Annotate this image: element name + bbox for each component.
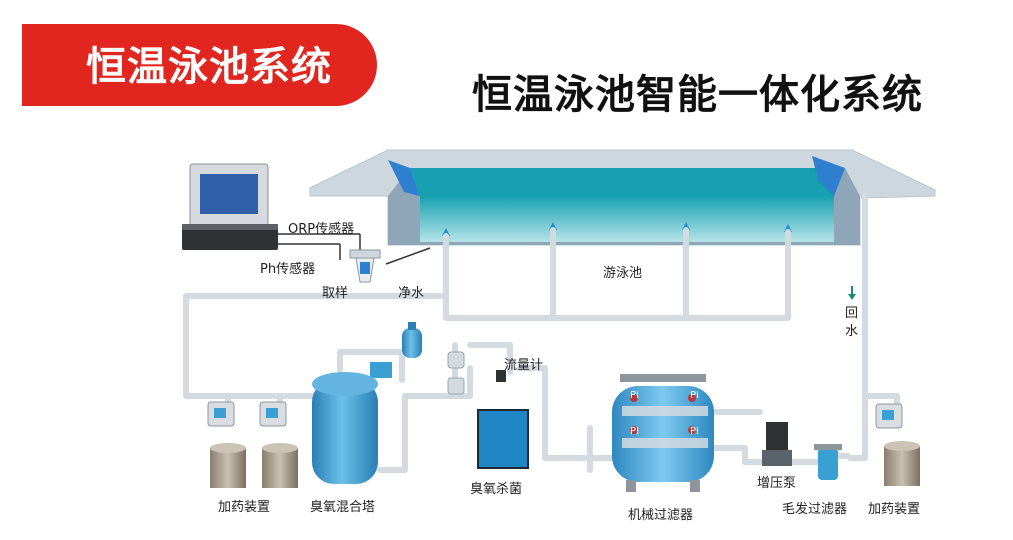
title-badge xyxy=(22,24,377,106)
label-return-2: 水 xyxy=(845,324,859,339)
ozone-tower xyxy=(312,372,378,484)
label-gauge-bottom: PI xyxy=(630,426,639,437)
sensor-unit xyxy=(349,249,381,283)
label-gauge-top: PI xyxy=(630,390,639,401)
pool-edge-left xyxy=(388,160,420,196)
dosing-left xyxy=(207,401,298,488)
label-return-1: 回 xyxy=(845,306,859,321)
label-ozone-sterilizer: 臭氧杀菌 xyxy=(470,482,523,497)
computer xyxy=(182,163,278,250)
pool xyxy=(309,149,936,246)
ozone-sterilizer xyxy=(477,409,529,469)
label-booster-pump: 增压泵 xyxy=(757,476,797,491)
valve-2 xyxy=(447,377,465,395)
page-title: 恒温泳池智能一体化系统 xyxy=(472,72,923,118)
dosing-right xyxy=(875,403,920,486)
label-hair-filter: 毛发过滤器 xyxy=(782,502,848,517)
label-orp-sensor: ORP传感器 xyxy=(288,222,355,237)
pool-edge-right xyxy=(812,156,845,196)
valve-1 xyxy=(447,351,465,369)
label-flow-meter: 流量计 xyxy=(504,358,544,373)
label-ph-sensor: Ph传感器 xyxy=(260,262,316,277)
label-gauge-bottom-right: PI xyxy=(690,426,699,437)
pipes xyxy=(183,193,900,473)
label-pool: 游泳池 xyxy=(603,266,643,281)
expansion-tank xyxy=(402,322,422,358)
label-mech-filter: 机械过滤器 xyxy=(628,508,694,523)
mech-filter xyxy=(612,374,714,492)
hair-filter xyxy=(814,444,842,480)
valve-block xyxy=(370,362,392,378)
label-ozone-tower: 臭氧混合塔 xyxy=(310,500,376,515)
label-sampling: 取样 xyxy=(322,286,349,301)
label-dosing-right: 加药装置 xyxy=(868,502,921,517)
pool-water-side xyxy=(420,196,834,242)
badge-title: 恒温泳池系统 xyxy=(86,44,332,90)
booster-pump xyxy=(762,422,792,466)
label-clean-water: 净水 xyxy=(398,286,425,301)
flow-meter xyxy=(496,370,506,382)
label-gauge-top-right: PI xyxy=(690,390,699,401)
label-dosing-left: 加药装置 xyxy=(218,500,271,515)
pool-water-top xyxy=(410,168,845,196)
